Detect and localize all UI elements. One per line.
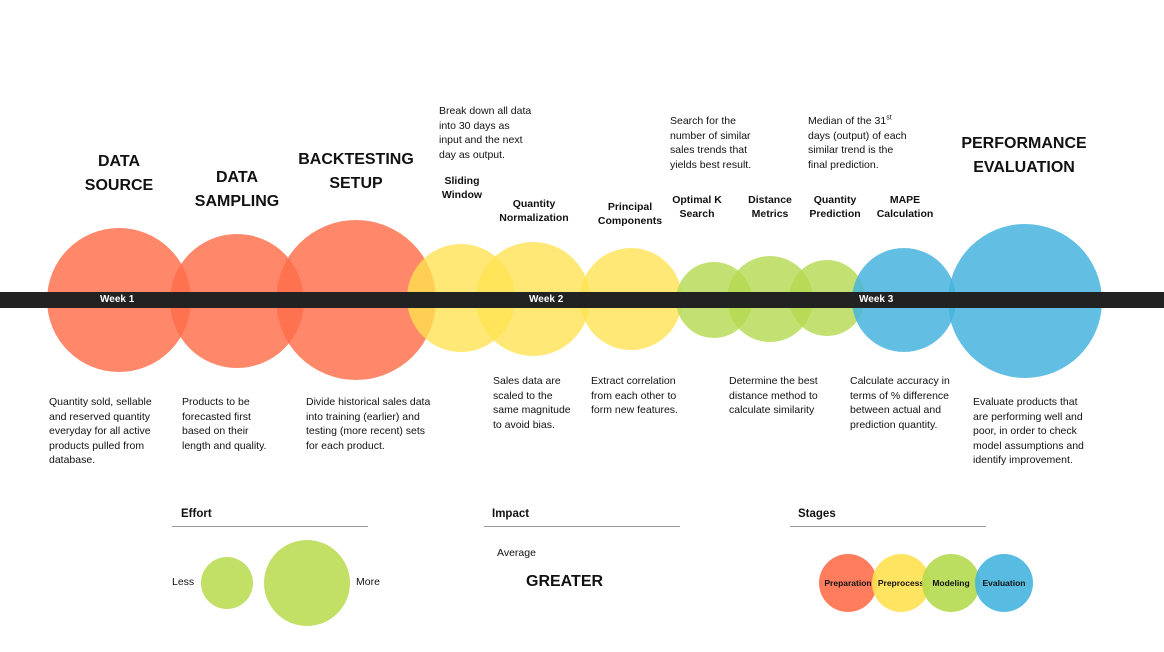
title-principal-components: Principal Components xyxy=(597,201,663,227)
desc-data-sampling: Products to be forecasted first based on… xyxy=(182,396,267,452)
legend-effort-less: Less xyxy=(172,576,195,588)
legend-effort-small-circle xyxy=(201,557,253,609)
timeline-bar xyxy=(0,292,1164,308)
legend-stage-evaluation: Evaluation xyxy=(975,554,1033,612)
note-optimal-k: Search for the number of similar sales t… xyxy=(670,115,752,171)
week-3-label: Week 3 xyxy=(859,294,894,305)
legend-effort-rule xyxy=(172,526,368,527)
title-data-sampling: DATA SAMPLING xyxy=(194,169,280,210)
desc-performance: Evaluate products that are performing we… xyxy=(973,396,1084,467)
superscript-st: st xyxy=(886,114,892,122)
title-optimal-k: Optimal K Search xyxy=(672,194,722,220)
legend-impact-rule xyxy=(484,526,680,527)
title-mape: MAPE Calculation xyxy=(876,194,934,220)
desc-mape: Calculate accuracy in terms of % differe… xyxy=(850,375,950,431)
legend-stage-preprocess: Preprocess xyxy=(872,554,930,612)
week-2-label: Week 2 xyxy=(529,294,564,305)
title-backtesting: BACKTESTING SETUP xyxy=(298,151,414,192)
title-quantity-prediction: Quantity Prediction xyxy=(809,194,861,220)
legend-effort-large-circle xyxy=(264,540,350,626)
legend-stage-modeling: Modeling xyxy=(922,554,980,612)
legend-effort-more: More xyxy=(356,576,380,588)
title-distance-metrics: Distance Metrics xyxy=(748,194,792,220)
desc-normalization: Sales data are scaled to the same magnit… xyxy=(493,375,571,431)
note-sliding-window: Break down all data into 30 days as inpu… xyxy=(439,105,532,161)
title-sliding-window: Sliding Window xyxy=(441,175,483,201)
desc-backtesting: Divide historical sales data into traini… xyxy=(306,396,431,452)
legend-stages-rule xyxy=(790,526,986,527)
legend-stage-preparation: Preparation xyxy=(819,554,877,612)
legend-effort-heading: Effort xyxy=(181,508,212,520)
title-normalization: Quantity Normalization xyxy=(499,198,569,224)
week-1-label: Week 1 xyxy=(100,294,135,305)
desc-principal-components: Extract correlation from each other to f… xyxy=(591,375,678,417)
legend-stages-heading: Stages xyxy=(798,508,836,520)
note-quantity-prediction: Median of the 31st days (output) of each… xyxy=(808,114,907,171)
legend-impact-average: Average xyxy=(497,547,536,559)
legend-impact-heading: Impact xyxy=(492,508,530,520)
legend-impact-greater: GREATER xyxy=(526,573,604,590)
desc-data-source: Quantity sold, sellable and reserved qua… xyxy=(49,396,152,467)
title-data-source: DATA SOURCE xyxy=(84,153,154,194)
desc-distance-metrics: Determine the best distance method to ca… xyxy=(729,375,818,417)
title-performance: PERFORMANCE EVALUATION xyxy=(961,135,1087,176)
